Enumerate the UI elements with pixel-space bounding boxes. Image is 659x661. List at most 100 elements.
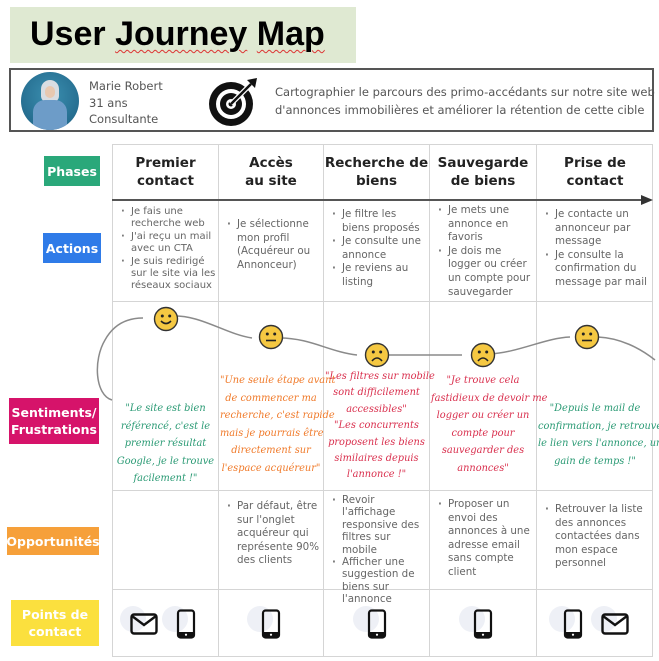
mail-icon <box>601 613 629 643</box>
sentiment-quote: "Une seule étape avant de commencer ma rec… <box>220 372 336 477</box>
opportunity-item: Revoir l'affichage responsive des filtre… <box>330 494 427 556</box>
action-item: Je mets une annonce en favoris <box>436 204 534 245</box>
mail-icon <box>129 613 158 643</box>
quote-line: référencé, c'est le <box>120 420 211 432</box>
column-divider <box>536 144 537 657</box>
phase-title-line1: Recherche de <box>324 155 429 171</box>
action-item: Je filtre les biens proposés <box>330 208 427 235</box>
quote-line: gain de temps !" <box>554 455 636 467</box>
actions-list: Je contacte un annonceur par messageJe c… <box>543 208 651 290</box>
persona-age: 31 ans <box>89 95 128 110</box>
action-item: Je suis redirigé sur le site via les rés… <box>119 256 216 293</box>
quote-line: similaires depuis <box>334 453 419 465</box>
opportunities-list: Revoir l'affichage responsive des filtre… <box>330 494 427 606</box>
column-divider <box>218 144 219 657</box>
column-divider <box>323 144 324 657</box>
emotion-sad-icon <box>364 342 390 368</box>
avatar <box>21 72 79 130</box>
actions-list: Je filtre les biens proposésJe consulte … <box>330 208 427 290</box>
quote-line: "Les concurrents <box>334 420 419 432</box>
quote-line: accessibles" <box>346 403 407 415</box>
emotion-neutral-icon <box>258 324 284 350</box>
row-label-phases-text: Phases <box>47 163 97 179</box>
mobile-icon <box>176 609 204 639</box>
phase-title: Recherche de biens <box>325 154 428 190</box>
actions-list: Je fais une recherche webJ'ai reçu un ma… <box>119 206 216 293</box>
row-label-actions: Actions <box>43 233 101 263</box>
quote-line: le lien vers l'annonce, un <box>538 438 659 449</box>
quote-line: compte pour <box>451 427 515 439</box>
quote-line: logger ou créer un <box>436 410 530 421</box>
action-item: Je contacte un annonceur par message <box>543 208 651 249</box>
actions-list: Je sélectionne mon profil (Acquéreur ou … <box>225 218 321 272</box>
target-icon <box>209 78 257 126</box>
emotion-sad-icon <box>470 342 496 368</box>
phase-title-line2: contact <box>137 173 194 189</box>
row-divider <box>112 490 653 491</box>
action-item: Je reviens au listing <box>330 262 427 289</box>
touchpoint-bubble <box>119 606 146 632</box>
quote-line: de commencer ma <box>225 392 317 404</box>
row-divider <box>112 301 653 302</box>
mobile-icon <box>367 609 395 639</box>
quote-line: sauvegarder des <box>441 445 525 456</box>
quote-line: recherche, c'est rapide <box>220 410 335 421</box>
quote-line: "Je trouve cela <box>446 375 520 386</box>
phase-header: Recherche de biens <box>324 146 429 198</box>
emotion-happy-icon <box>153 306 179 332</box>
quote-line: confirmation, je retrouve <box>538 420 659 432</box>
page-title: User Journey Map <box>30 15 325 54</box>
phase-title-line2: biens <box>355 173 398 189</box>
row-label-sentiments-line1: Sentiments/ <box>11 405 97 420</box>
quote-line: Google, je le trouve <box>116 455 215 467</box>
quote-line: l'annonce !" <box>346 469 407 481</box>
row-label-opportunities-text: Opportunités <box>6 533 100 549</box>
title-word-map: Map <box>256 15 325 53</box>
action-item: Je dois me logger ou créer un compte pou… <box>436 245 534 299</box>
row-label-opportunities: Opportunités <box>6 527 100 555</box>
persona-info: Marie Robert 31 ans Consultante <box>89 78 163 128</box>
phase-title-line1: Accès <box>249 155 293 171</box>
quote-line: proposent les biens <box>328 436 425 448</box>
arrow-head-icon <box>641 195 653 205</box>
quote-line: "Une seule étape avant <box>220 375 336 386</box>
row-label-touchpoints-line2: contact <box>28 624 82 639</box>
row-label-touchpoints-line1: Points de <box>21 607 89 622</box>
phase-title: Prise de contact <box>537 154 653 190</box>
quote-line: "Le site est bien <box>125 403 206 414</box>
goal-text: Cartographier le parcours des primo-accé… <box>275 83 655 119</box>
persona-name: Marie Robert <box>89 79 163 93</box>
phase-timeline-arrow <box>112 199 647 201</box>
goal-line-1: Cartographier le parcours des primo-accé… <box>275 85 655 99</box>
mobile-icon <box>261 609 289 639</box>
title-banner: User Journey Map <box>10 7 356 63</box>
opportunity-item: Par défaut, être sur l'onglet acquéreur … <box>225 500 321 568</box>
phase-title-line1: Sauvegarde <box>437 155 529 171</box>
quote-line: facilement !" <box>133 473 198 484</box>
action-item: Je sélectionne mon profil (Acquéreur ou … <box>225 218 321 272</box>
quote-line: annonces" <box>457 462 509 474</box>
quote-line: directement sur <box>231 445 311 456</box>
row-label-actions-text: Actions <box>45 240 99 256</box>
quote-line: l'espace acquéreur" <box>221 462 321 474</box>
row-label-sentiments-line2: Frustrations <box>10 422 97 437</box>
action-item: Je consulte la confirmation du message p… <box>543 249 651 290</box>
action-item: Je consulte une annonce <box>330 235 427 262</box>
opportunity-item: Proposer un envoi des annonces à une adr… <box>436 498 534 580</box>
action-item: J'ai reçu un mail avec un CTA <box>119 231 216 256</box>
persona-job: Consultante <box>89 112 159 126</box>
mobile-icon <box>473 609 501 639</box>
avatar-face <box>45 86 55 98</box>
phase-header: Prise de contact <box>537 146 653 198</box>
mobile-icon <box>563 609 591 639</box>
opportunities-list: Retrouver la liste des annonces contacté… <box>543 503 651 571</box>
